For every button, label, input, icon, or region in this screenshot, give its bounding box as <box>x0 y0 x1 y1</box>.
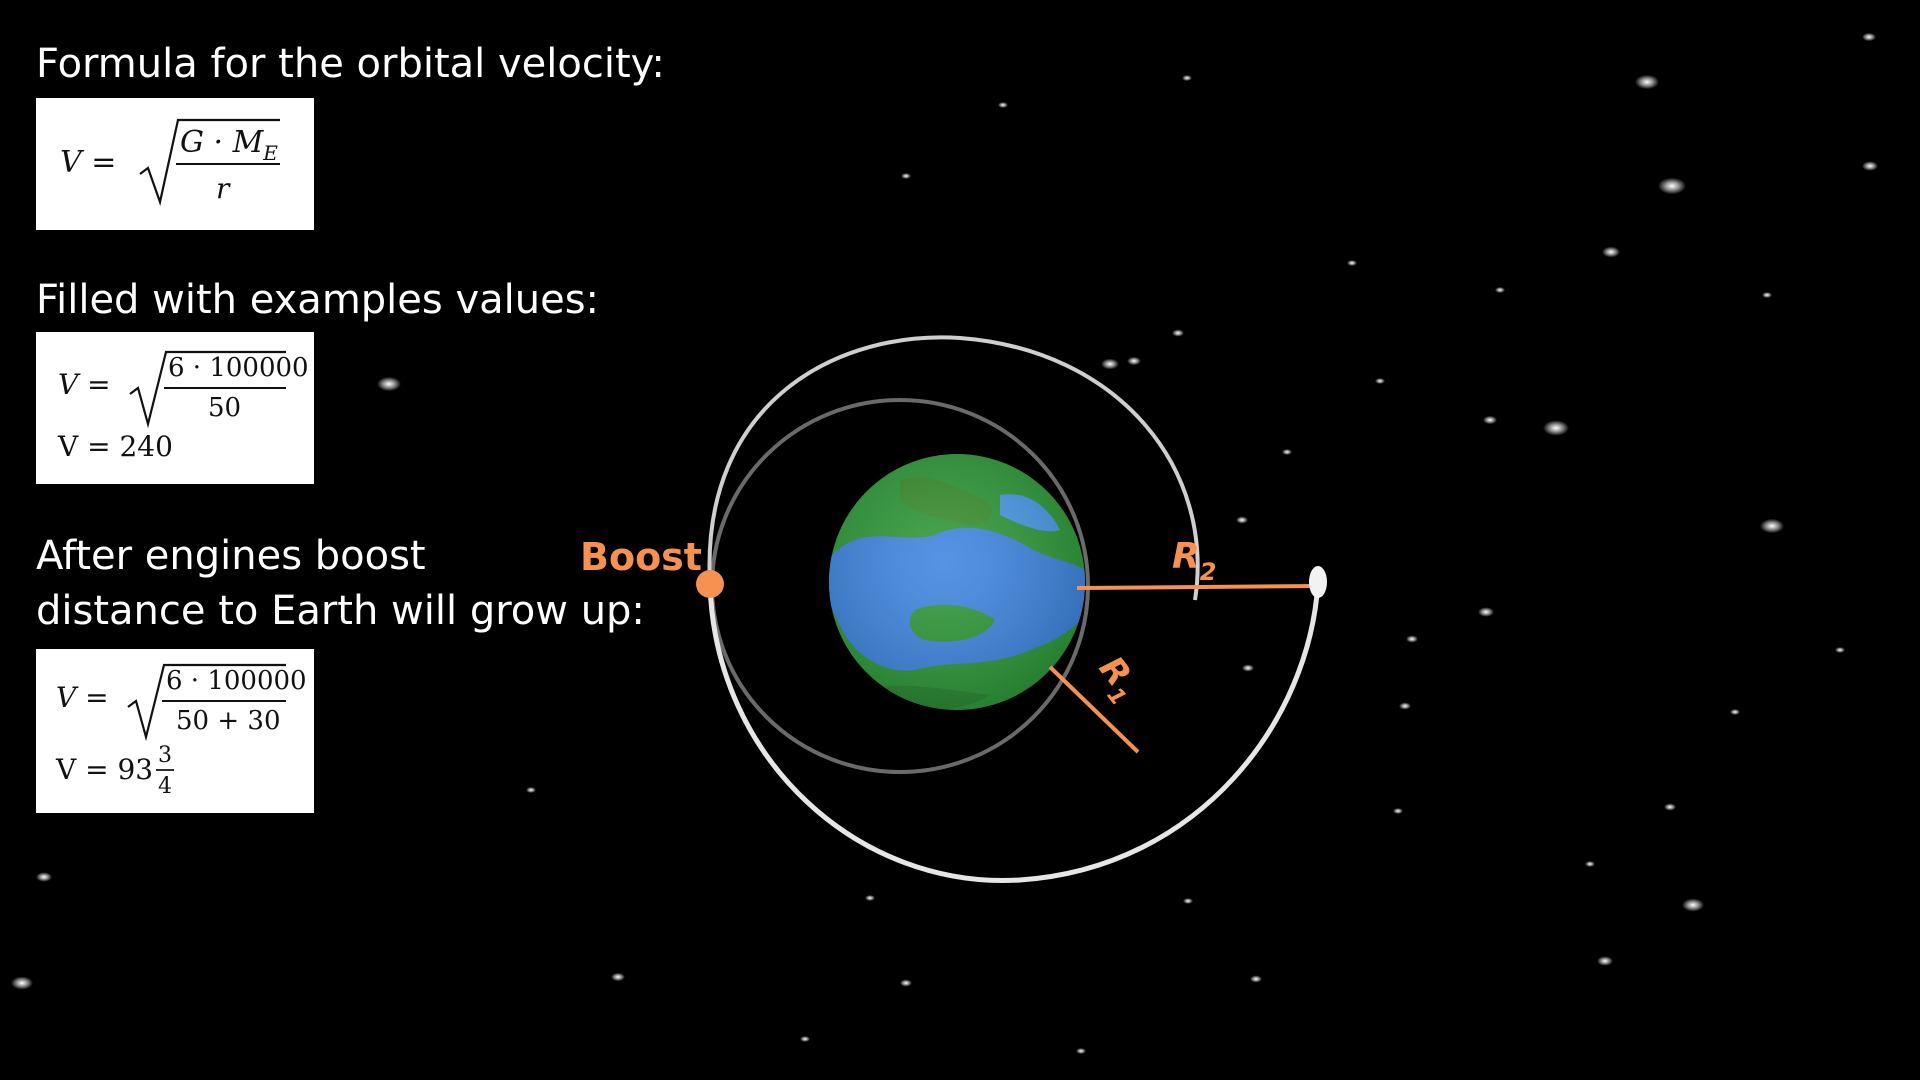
formula1-lhs: V = <box>60 145 116 180</box>
r2-label: R2 <box>1172 536 1216 586</box>
star <box>998 102 1008 108</box>
star <box>1862 32 1876 42</box>
formula1-denominator: r <box>216 172 231 205</box>
sqrt-sign <box>127 663 286 742</box>
starfield <box>11 32 1878 1054</box>
star <box>11 976 33 990</box>
star <box>1076 1048 1086 1054</box>
formula3-frac-den: 4 <box>158 774 172 799</box>
star <box>1543 420 1569 436</box>
star <box>1236 516 1248 524</box>
star <box>1399 702 1411 710</box>
star <box>1347 260 1357 266</box>
r2-radius-line <box>1076 584 1317 590</box>
formula2-numerator: 6 · 100000 <box>168 353 309 383</box>
earth <box>829 454 1085 710</box>
example-heading: Filled with examples values: <box>36 277 600 323</box>
formula3-denominator: 50 + 30 <box>176 706 280 736</box>
star <box>1182 75 1192 81</box>
star <box>800 1036 810 1042</box>
star <box>1762 292 1772 298</box>
formula3-lhs: V = <box>56 681 109 714</box>
star <box>1183 898 1193 904</box>
formula3-frac-num: 3 <box>158 743 172 768</box>
star <box>1406 635 1418 643</box>
star <box>1682 898 1704 912</box>
boost-point <box>696 570 724 598</box>
star <box>900 979 912 987</box>
star <box>1172 329 1184 337</box>
star <box>1483 415 1497 425</box>
boost-heading-line2: distance to Earth will grow up: <box>36 588 645 634</box>
formula-box-general: V = G · ME r <box>36 98 314 230</box>
formula3-result: V = 93 <box>55 753 153 786</box>
star <box>1101 358 1119 370</box>
star <box>1602 246 1620 258</box>
star <box>1597 956 1613 966</box>
star <box>901 173 911 179</box>
formula-box-boost: V = 6 · 100000 50 + 30 V = 93 3 4 <box>36 649 314 813</box>
star <box>1478 607 1494 617</box>
formula2-denominator: 50 <box>208 393 241 423</box>
star <box>1835 647 1845 653</box>
star <box>1282 449 1292 455</box>
star <box>1495 287 1505 293</box>
r1-radius-line <box>1048 665 1140 754</box>
formula-box-example: V = 6 · 100000 50 V = 240 <box>36 332 314 484</box>
star <box>1127 356 1141 366</box>
star <box>1635 74 1659 90</box>
star <box>865 895 875 901</box>
outer-orbit <box>707 335 1200 601</box>
star <box>1664 803 1676 811</box>
star <box>1393 808 1403 814</box>
star <box>611 972 625 982</box>
transfer-orbit <box>707 581 1321 884</box>
star <box>1242 664 1254 672</box>
boost-heading-line1: After engines boost <box>36 533 426 579</box>
star <box>1375 378 1385 384</box>
formula2-lhs: V = <box>58 368 111 401</box>
star <box>1760 518 1784 534</box>
star <box>1862 161 1878 171</box>
satellite-icon <box>1309 566 1327 598</box>
formula-heading: Formula for the orbital velocity: <box>36 41 665 87</box>
star <box>1585 861 1595 867</box>
star <box>1250 975 1262 983</box>
star <box>526 787 536 793</box>
star <box>36 872 52 882</box>
formula3-numerator: 6 · 100000 <box>166 666 307 696</box>
sqrt-sign <box>139 118 280 207</box>
sqrt-sign <box>129 350 286 429</box>
boost-label: Boost <box>580 535 702 579</box>
formula1-numerator: G · ME <box>180 125 278 165</box>
formula2-result: V = 240 <box>57 430 173 463</box>
star <box>1730 709 1740 715</box>
r1-label: R1 <box>1085 649 1148 711</box>
star <box>1658 177 1686 195</box>
star <box>377 376 401 392</box>
